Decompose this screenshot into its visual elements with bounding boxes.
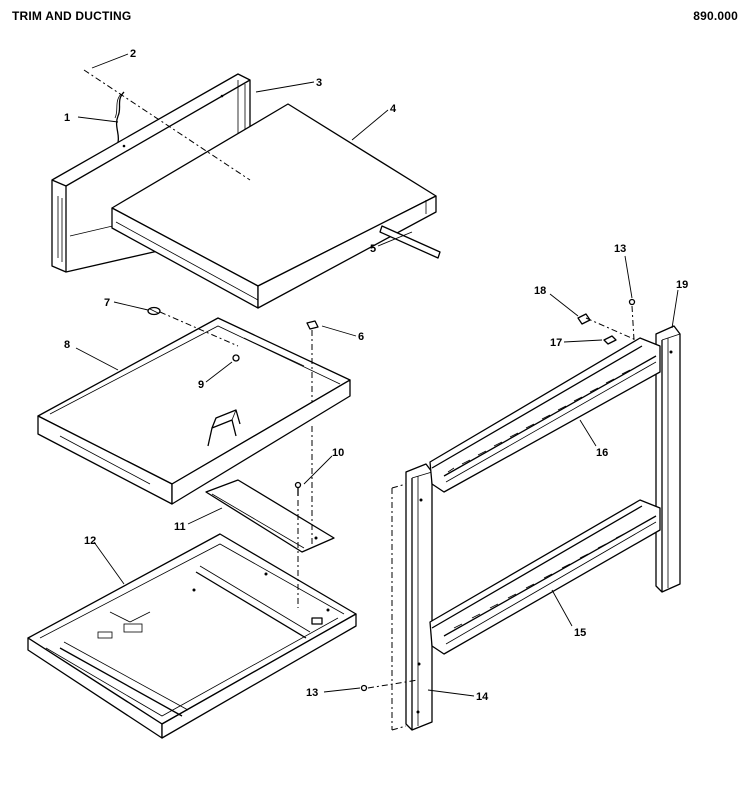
part-7-plug — [147, 306, 161, 316]
callout-3: 3 — [316, 77, 322, 89]
callout-13-lower: 13 — [306, 687, 318, 699]
part-13-screw-lower — [360, 684, 368, 692]
callout-7: 7 — [104, 297, 110, 309]
part-1-wire-clip — [114, 91, 125, 143]
part-17-clip — [603, 335, 617, 345]
callout-12: 12 — [84, 535, 96, 547]
callout-10: 10 — [332, 447, 344, 459]
callout-11: 11 — [174, 521, 186, 533]
callout-8: 8 — [64, 339, 70, 351]
callout-1: 1 — [64, 112, 70, 124]
part-15-lower-vent-rail — [429, 499, 661, 655]
callout-5: 5 — [370, 243, 376, 255]
callout-9: 9 — [198, 379, 204, 391]
part-14-left-upright — [405, 463, 433, 731]
part-13-screw-upper — [628, 298, 636, 306]
part-12-base-frame — [27, 533, 357, 739]
part-16-upper-vent-rail — [429, 337, 661, 493]
callout-16: 16 — [596, 447, 608, 459]
callout-13-upper: 13 — [614, 243, 626, 255]
leader-lines — [75, 53, 679, 697]
part-19-right-upright — [655, 325, 681, 593]
alignment-lines — [83, 69, 637, 731]
callout-6: 6 — [358, 331, 364, 343]
callout-15: 15 — [574, 627, 586, 639]
part-8-trim-tray — [37, 317, 351, 505]
part-4-top-cover — [111, 103, 437, 309]
callout-17: 17 — [550, 337, 562, 349]
part-6-clip — [306, 320, 319, 330]
part-10-screw — [294, 481, 302, 496]
callout-2: 2 — [130, 48, 136, 60]
model-number: 890.000 — [693, 9, 738, 23]
page-title: TRIM AND DUCTING — [12, 9, 132, 23]
callout-18: 18 — [534, 285, 546, 297]
part-5-support-rail — [379, 225, 441, 259]
callout-19: 19 — [676, 279, 688, 291]
part-9-screw — [232, 354, 240, 362]
callout-14: 14 — [476, 691, 489, 703]
callout-4: 4 — [390, 103, 397, 115]
part-11-cover-plate — [205, 479, 335, 553]
callout-labels: 1 2 3 4 5 6 7 8 9 10 11 12 13 13 14 15 1… — [64, 48, 688, 703]
